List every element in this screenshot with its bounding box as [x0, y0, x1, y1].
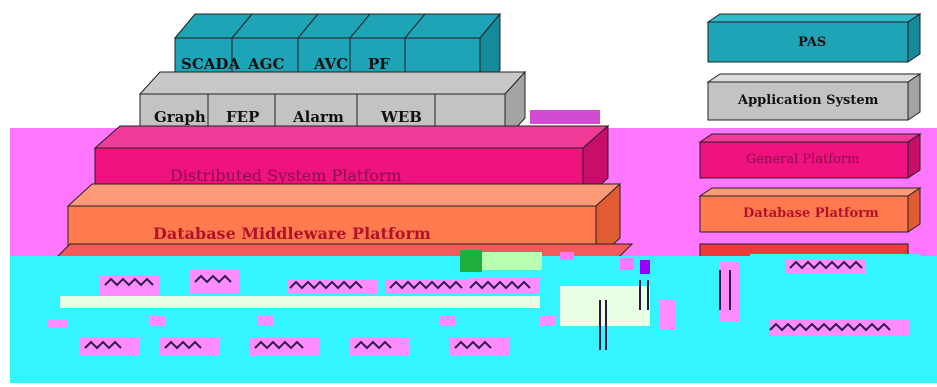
legend-general-box	[698, 133, 922, 179]
distributed-platform-label: Distributed System Platform	[170, 166, 402, 185]
legend-pas-box	[706, 13, 922, 63]
legend-application-box	[706, 73, 922, 121]
distributed-platform-slab	[93, 124, 610, 202]
pas-module-pf: PF	[368, 55, 390, 73]
app-module-graph: Graph	[154, 108, 206, 126]
legend-application-label: Application System	[738, 93, 879, 108]
pas-module-scada: SCADA	[181, 55, 241, 73]
pas-module-avc: AVC	[314, 55, 349, 73]
legend-pas-label: PAS	[798, 35, 827, 50]
legend-database-box	[698, 187, 922, 233]
database-platform-label: Database Middleware Platform	[153, 224, 431, 243]
pas-module-agc: AGC	[248, 55, 285, 73]
app-module-web: WEB	[381, 108, 422, 126]
app-module-fep: FEP	[226, 108, 260, 126]
corrupted-glyphs	[84, 260, 891, 350]
legend-general-label: General Platform	[746, 152, 860, 167]
app-module-alarm: Alarm	[293, 108, 344, 126]
legend-database-label: Database Platform	[743, 206, 879, 221]
